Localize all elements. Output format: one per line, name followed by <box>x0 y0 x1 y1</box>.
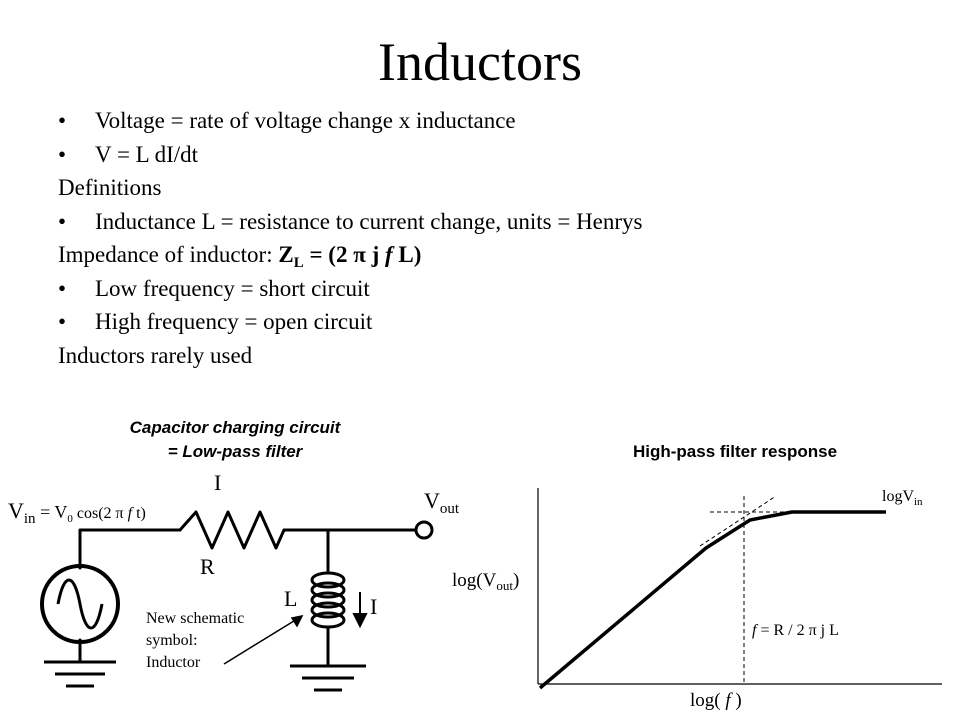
vin-eq: = V <box>35 502 68 522</box>
vin-label: Vin = V0 cos(2 π f t) <box>8 498 146 528</box>
formula-math-f: f <box>384 242 393 267</box>
bullet-text: High frequency = open circuit <box>95 309 373 334</box>
schematic-note: New schematic symbol: Inductor <box>146 608 244 674</box>
bullet-line-7: Inductors rarely used <box>58 339 938 373</box>
resistor-label: R <box>200 554 215 579</box>
inductor-coil-icon <box>310 571 346 629</box>
logvin-sub: in <box>914 496 923 508</box>
graph-axes <box>537 488 942 685</box>
current-arrow-icon <box>352 592 368 629</box>
note-line2: symbol: <box>146 632 198 649</box>
xlabel-f: f <box>725 690 731 711</box>
vin-v: V <box>8 498 24 523</box>
vout-sub: out <box>439 501 460 517</box>
note-pointer-arrow <box>223 614 304 665</box>
inductor-label: L <box>284 586 298 611</box>
response-curve <box>538 510 886 690</box>
bullet-text: Definitions <box>58 175 162 200</box>
bullet-text: Impedance of inductor: <box>58 242 279 267</box>
bullet-text: Inductance L = resistance to current cha… <box>95 208 643 234</box>
sine-wave-icon <box>56 578 104 630</box>
logvin-label: logVin <box>882 488 923 508</box>
graph-title: High-pass filter response <box>632 442 838 461</box>
slide-title: Inductors <box>378 32 582 92</box>
cutoff-f: f <box>752 622 757 639</box>
vin-f: f <box>127 505 133 522</box>
note-line1: New schematic <box>146 610 245 627</box>
vin-t: t) <box>132 505 146 522</box>
bullet-line-4: Impedance of inductor: ZL = (2 π j f L) <box>58 238 938 272</box>
output-terminal <box>414 520 434 540</box>
wire-left-top <box>78 528 182 536</box>
bullet-text: Inductors rarely used <box>58 342 253 368</box>
circuit-caption-line1: Capacitor charging circuit <box>129 418 341 437</box>
cutoff-label: f = R / 2 π j L <box>752 622 839 640</box>
vin-zero-sub: 0 <box>67 513 73 525</box>
bullet-line-5: Low frequency = short circuit <box>58 272 938 306</box>
bullet-line-1: V = L dI/dt <box>58 138 938 172</box>
ylabel-sub: out <box>496 578 513 593</box>
bullet-list: Voltage = rate of voltage change x induc… <box>58 104 938 372</box>
bullet-line-0: Voltage = rate of voltage change x induc… <box>58 104 938 138</box>
formula-math-end: L) <box>392 242 422 267</box>
ylabel-main: log(V <box>452 570 497 591</box>
circuit-caption-line2: = Low-pass filter <box>167 442 303 461</box>
bullet-text: Voltage = rate of voltage change x induc… <box>95 108 516 133</box>
formula-math-sub: L <box>293 255 304 271</box>
graph-ylabel: log(Vout) <box>452 570 519 594</box>
graph-xlabel: log( f ) <box>690 690 742 712</box>
ground-symbol-left <box>44 660 116 688</box>
current-side-label: I <box>370 594 378 619</box>
circuit-caption: Capacitor charging circuit = Low-pass fi… <box>80 418 390 462</box>
note-line3: Inductor <box>146 654 201 671</box>
bullet-line-6: High frequency = open circuit <box>58 305 938 339</box>
vout-label: Vout <box>424 488 459 518</box>
asymptote-lines <box>699 495 886 684</box>
resistor-symbol <box>178 510 286 550</box>
current-top-label: I <box>214 470 222 495</box>
vin-cos: cos(2 π <box>72 505 128 522</box>
ac-source-circle <box>40 564 120 644</box>
bullet-text: V = L dI/dt <box>95 141 199 167</box>
ylabel-end: ) <box>512 570 520 591</box>
bullet-line-3: Inductance L = resistance to current cha… <box>58 205 938 239</box>
xlabel-start: log( <box>690 690 726 711</box>
formula-math-rest: = (2 π j <box>303 242 385 267</box>
xlabel-end: ) <box>730 690 742 711</box>
logvin-main: logV <box>882 488 914 505</box>
impedance-formula: ZL = (2 π j f L) <box>278 242 422 271</box>
formula-math: Z <box>278 242 294 267</box>
bullet-line-2: Definitions <box>58 171 938 205</box>
bullet-text: Low frequency = short circuit <box>95 275 370 301</box>
cutoff-rest: = R / 2 π j L <box>756 622 839 639</box>
vin-sub: in <box>23 511 36 527</box>
vout-v: V <box>424 488 440 513</box>
ground-symbol-right <box>290 664 366 692</box>
